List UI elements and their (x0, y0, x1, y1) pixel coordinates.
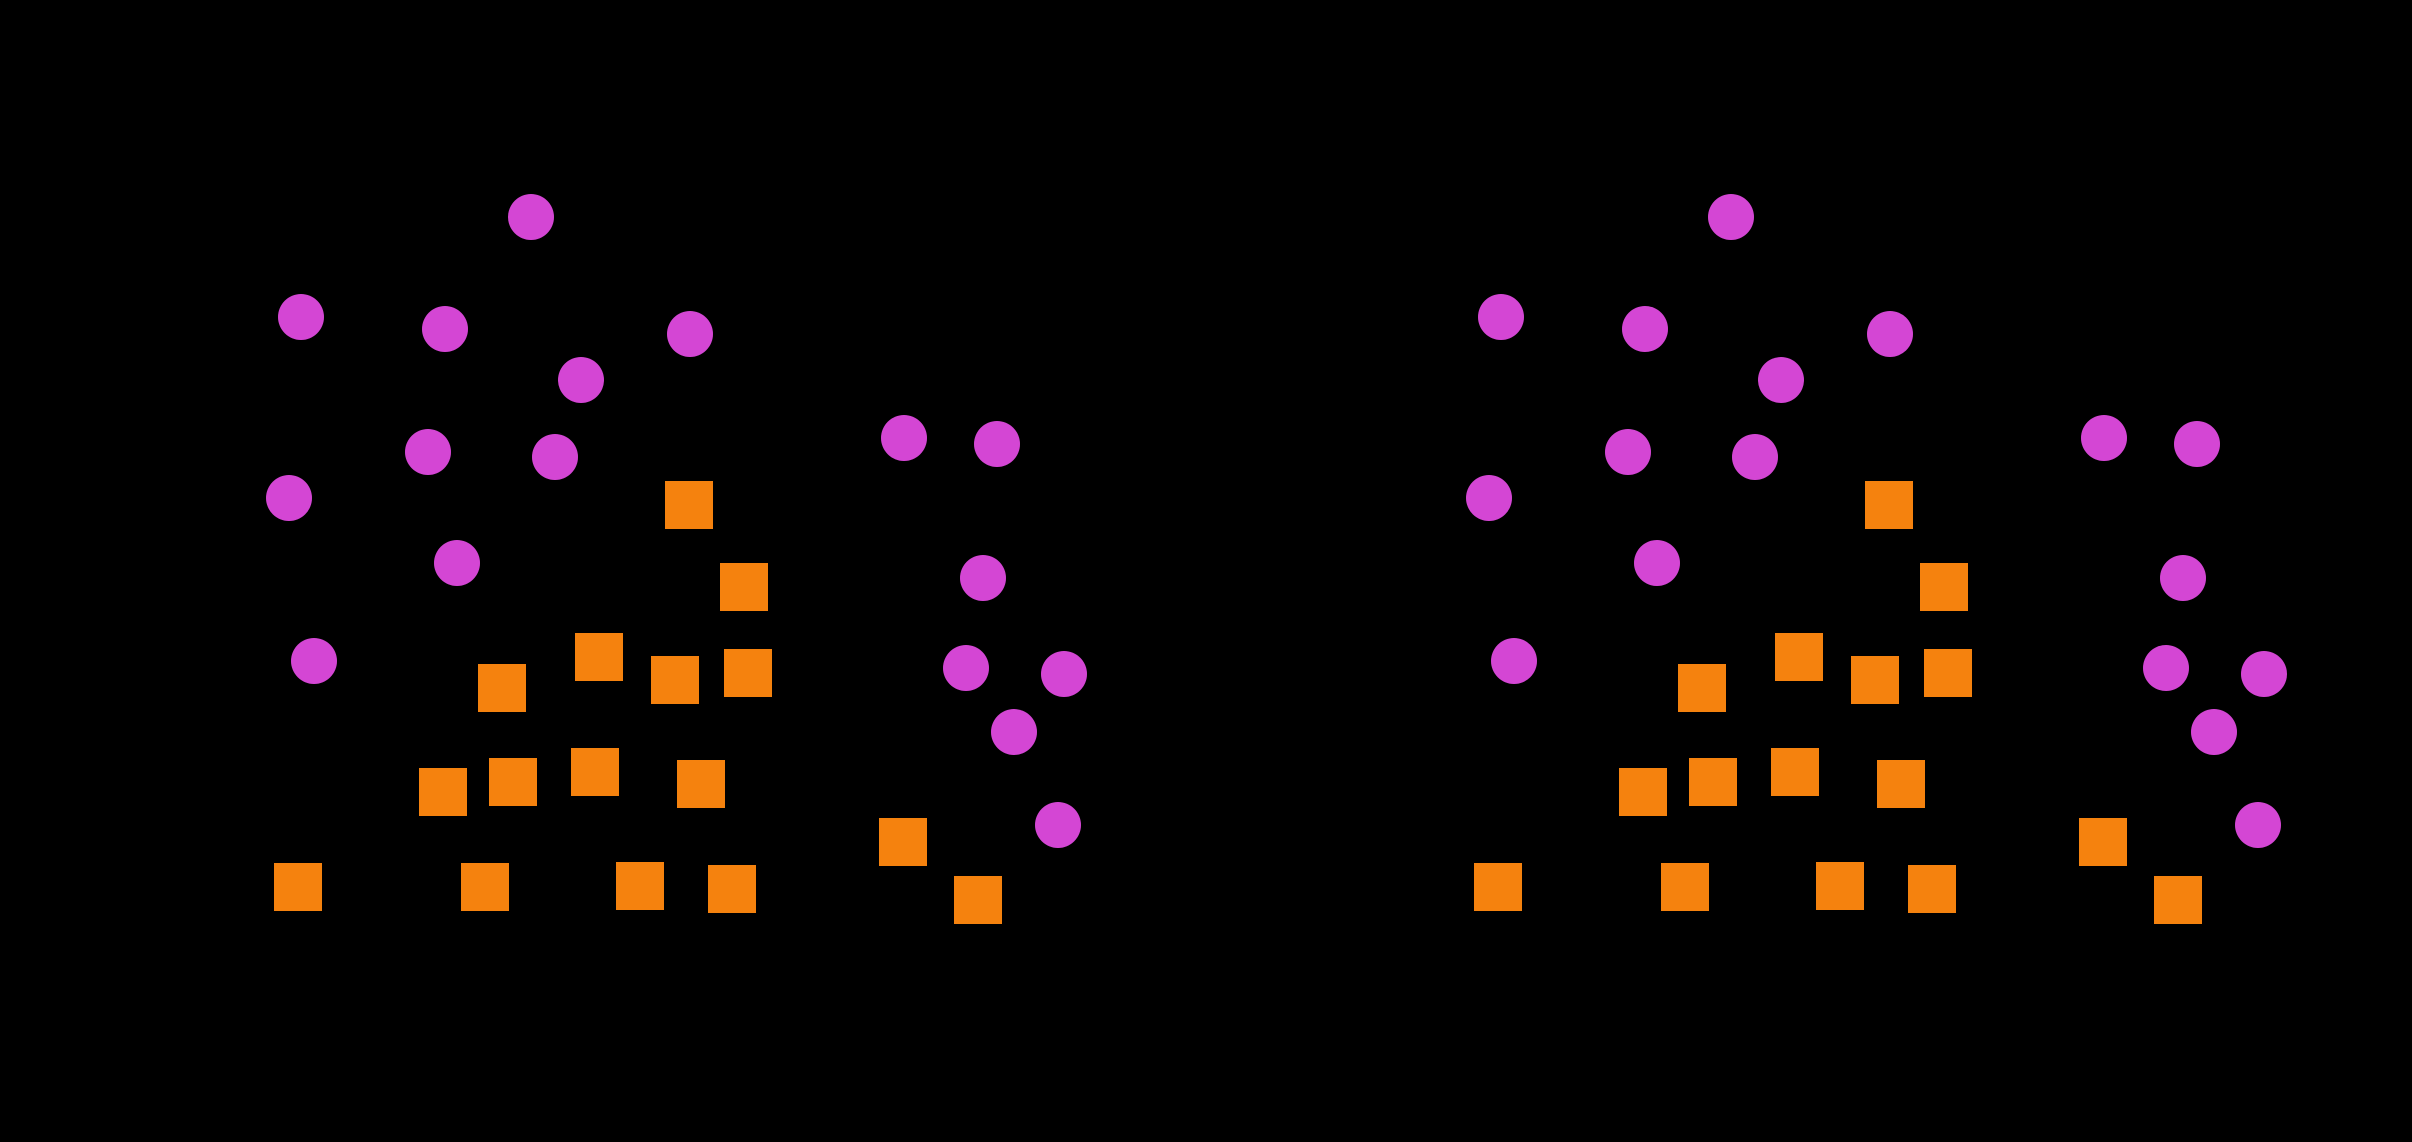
scatter-point-square (1924, 649, 1972, 697)
scatter-point-circle (2143, 645, 2189, 691)
scatter-point-square (1908, 865, 1956, 913)
scatter-point-square (1661, 863, 1709, 911)
scatter-point-square (419, 768, 467, 816)
scatter-point-square (478, 664, 526, 712)
scatter-point-square (1689, 758, 1737, 806)
scatter-point-square (1775, 633, 1823, 681)
scatter-point-square (2079, 818, 2127, 866)
scatter-point-circle (1035, 802, 1081, 848)
scatter-point-circle (508, 194, 554, 240)
scatter-point-square (1865, 481, 1913, 529)
scatter-point-circle (2235, 802, 2281, 848)
scatter-point-circle (667, 311, 713, 357)
scatter-point-square (571, 748, 619, 796)
scatter-point-circle (1634, 540, 1680, 586)
scatter-point-circle (1491, 638, 1537, 684)
scatter-point-circle (1478, 294, 1524, 340)
scatter-point-circle (278, 294, 324, 340)
scatter-point-circle (1758, 357, 1804, 403)
scatter-point-circle (1622, 306, 1668, 352)
scatter-point-circle (558, 357, 604, 403)
scatter-point-square (575, 633, 623, 681)
scatter-point-circle (943, 645, 989, 691)
scatter-point-square (616, 862, 664, 910)
scatter-point-circle (2174, 421, 2220, 467)
scatter-point-square (879, 818, 927, 866)
scatter-point-square (708, 865, 756, 913)
scatter-point-square (1619, 768, 1667, 816)
scatter-point-square (1678, 664, 1726, 712)
scatter-point-circle (1732, 434, 1778, 480)
scatter-point-square (677, 760, 725, 808)
scatter-point-square (1771, 748, 1819, 796)
scatter-point-square (720, 563, 768, 611)
scatter-point-circle (974, 421, 1020, 467)
scatter-point-circle (2191, 709, 2237, 755)
scatter-point-circle (2160, 555, 2206, 601)
scatter-point-circle (266, 475, 312, 521)
scatter-point-circle (881, 415, 927, 461)
scatter-point-circle (1867, 311, 1913, 357)
scatter-point-square (489, 758, 537, 806)
scatter-point-square (1851, 656, 1899, 704)
scatter-point-square (461, 863, 509, 911)
scatter-point-circle (422, 306, 468, 352)
scatter-point-square (2154, 876, 2202, 924)
scatter-point-square (274, 863, 322, 911)
scatter-point-square (665, 481, 713, 529)
scatter-point-square (651, 656, 699, 704)
scatter-point-square (1920, 563, 1968, 611)
scatter-point-square (724, 649, 772, 697)
scatter-point-square (954, 876, 1002, 924)
scatter-point-circle (960, 555, 1006, 601)
scatter-point-circle (1041, 651, 1087, 697)
scatter-point-circle (1605, 429, 1651, 475)
scatter-point-circle (2241, 651, 2287, 697)
scatter-point-circle (532, 434, 578, 480)
scatter-point-circle (1708, 194, 1754, 240)
scatter-point-square (1877, 760, 1925, 808)
scatter-point-circle (434, 540, 480, 586)
scatter-point-circle (2081, 415, 2127, 461)
scatter-point-circle (991, 709, 1037, 755)
scatter-point-square (1474, 863, 1522, 911)
scatter-point-square (1816, 862, 1864, 910)
scatter-point-circle (1466, 475, 1512, 521)
scatter-point-circle (405, 429, 451, 475)
scatter-point-circle (291, 638, 337, 684)
